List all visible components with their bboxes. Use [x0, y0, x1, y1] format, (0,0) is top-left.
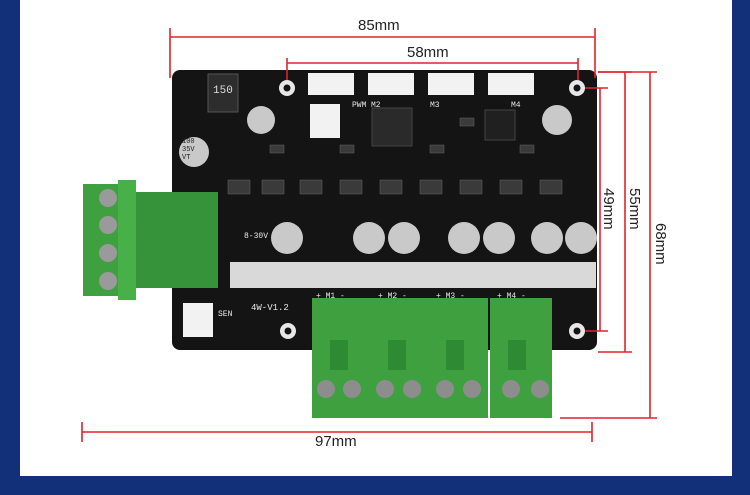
ic-chip [371, 107, 413, 147]
dim-height-mid: 55mm [626, 188, 643, 230]
inductor-label: 150 [213, 85, 233, 97]
output-label-m1: + M1 - [316, 292, 345, 301]
motor-label-pwm: PWM [352, 101, 367, 110]
sensor-label: SEN [218, 310, 233, 319]
output-label-m3: + M3 - [436, 292, 465, 301]
board-version: 4W-V1.2 [251, 303, 289, 313]
dimension-lines [81, 28, 657, 442]
dim-height-inner: 49mm [600, 188, 617, 230]
motor-label-m3: M3 [430, 101, 440, 110]
motor-label-m2: M2 [371, 101, 381, 110]
voltage-label: 8-30V [244, 232, 269, 241]
output-terminals [312, 298, 552, 418]
output-label-m4: + M4 - [497, 292, 526, 301]
dim-height-total: 68mm [652, 223, 669, 265]
cap-label: 100 35V VT [182, 138, 195, 162]
output-label-m2: + M2 - [378, 292, 407, 301]
dim-width-bottom: 97mm [315, 433, 357, 450]
heatsink-strip [230, 262, 596, 288]
capacitors [179, 105, 597, 254]
dim-width-inner: 58mm [407, 44, 449, 61]
motor-label-m4: M4 [511, 101, 521, 110]
inductor [207, 73, 239, 113]
power-terminal [83, 180, 218, 300]
dim-width-total: 85mm [358, 17, 400, 34]
top-connectors [183, 73, 534, 337]
